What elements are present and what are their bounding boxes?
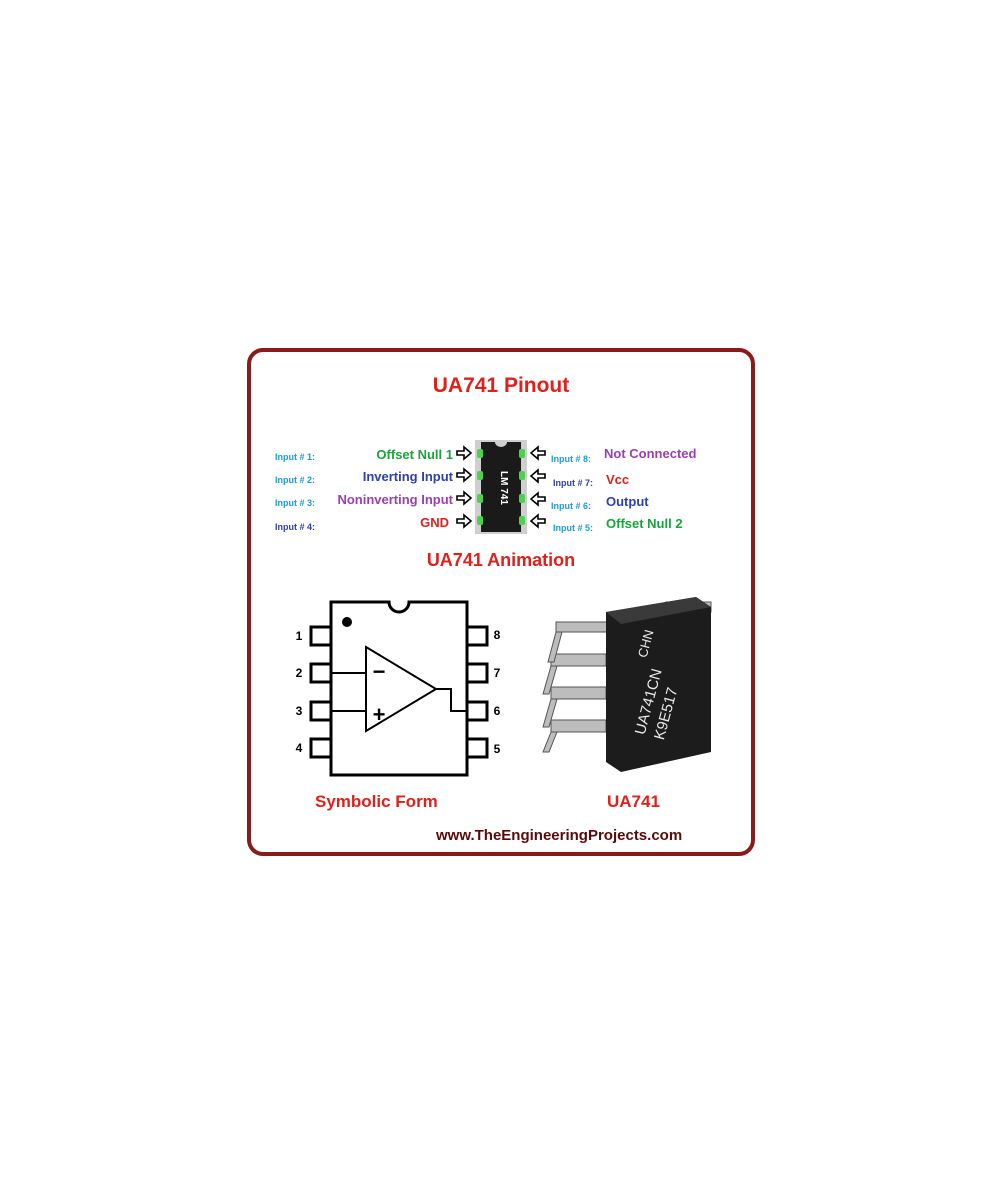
right-pin-row: Input # 7:	[553, 474, 593, 489]
page-title: UA741 Pinout	[432, 374, 570, 397]
pinout-card: UA741 Pinout Input # 1: Offset Null 1 In…	[247, 348, 755, 856]
pin-name: Output	[606, 494, 649, 509]
pin1-dot	[342, 617, 352, 627]
photo-marking: CHN	[635, 628, 657, 659]
pin-number: 6	[494, 704, 501, 718]
left-pin-row: Input # 2:	[275, 471, 315, 486]
left-pin-row: Input # 4:	[275, 518, 315, 533]
pin-input-label: Input # 5:	[553, 523, 593, 533]
pin-number: 5	[494, 742, 501, 756]
pin-input-label: Input # 1:	[275, 452, 315, 462]
pin-input-label: Input # 2:	[275, 475, 315, 485]
photo-body	[606, 597, 711, 772]
pin-number: 4	[296, 741, 303, 755]
left-pin-row: Offset Null 1	[376, 447, 453, 462]
pin-number: 2	[296, 666, 303, 680]
arrow-left-icon	[529, 513, 546, 529]
right-pin-row: Offset Null 2	[606, 516, 683, 531]
arrow-right-icon	[456, 467, 473, 483]
arrow-left-icon	[529, 491, 546, 507]
chip-pins	[477, 449, 525, 525]
pin-name: Offset Null 1	[376, 447, 453, 462]
pin-name: Offset Null 2	[606, 516, 683, 531]
pin-input-label: Input # 3:	[275, 498, 315, 508]
right-pin-row: Input # 5:	[553, 519, 593, 534]
pin-number: 3	[296, 704, 303, 718]
pin-number: 1	[296, 629, 303, 643]
opamp-triangle	[365, 645, 438, 733]
chip-label: LM 741	[498, 471, 509, 505]
right-pin-row: Input # 8:	[551, 450, 591, 465]
animation-title: UA741 Animation	[426, 550, 576, 570]
pin-name: Not Connected	[604, 446, 697, 461]
left-pin-row: Inverting Input	[363, 469, 453, 484]
chip-diagram: LM 741	[456, 440, 546, 534]
pin-input-label: Input # 8:	[551, 454, 591, 464]
pin-input-label: Input # 7:	[553, 478, 593, 488]
left-pin-row: Input # 1:	[275, 448, 315, 463]
left-pin-row: Input # 3:	[275, 494, 315, 509]
left-pin-row: Noninverting Input	[337, 492, 453, 507]
arrow-right-icon	[456, 445, 473, 461]
left-pin-row: GND	[420, 515, 449, 530]
minus-sign: −	[373, 659, 386, 684]
right-pin-row: Input # 6:	[551, 497, 591, 512]
website-url[interactable]: www.TheEngineeringProjects.com	[436, 827, 683, 844]
pin-name: Inverting Input	[362, 469, 453, 484]
arrow-left-icon	[529, 445, 546, 461]
chip-body	[481, 442, 521, 532]
left-arrows	[456, 445, 473, 529]
pin-input-label: Input # 4:	[275, 522, 315, 532]
ic-photo: UA741CN K9E517 CHN	[542, 597, 712, 772]
right-pin-row: Output	[606, 494, 649, 509]
right-pin-row: Vcc	[606, 472, 629, 487]
arrow-right-icon	[456, 513, 473, 529]
pin-name: GND	[420, 515, 449, 530]
pin-name: Noninverting Input	[337, 492, 453, 507]
right-arrows	[529, 445, 546, 529]
pin-input-label: Input # 6:	[551, 501, 591, 511]
arrow-right-icon	[456, 490, 473, 506]
ic-caption: UA741	[607, 792, 660, 811]
chip-notch	[495, 442, 507, 447]
plus-sign: +	[373, 702, 386, 727]
pin-name: Vcc	[606, 472, 630, 487]
arrow-left-icon	[529, 468, 546, 484]
pin-number: 8	[494, 628, 501, 642]
pin-number: 7	[494, 666, 501, 680]
symbolic-diagram: − + 1 2 3 4 8 7 6 5	[296, 600, 501, 777]
right-pin-row: Not Connected	[604, 446, 696, 461]
symbolic-caption: Symbolic Form	[315, 792, 438, 811]
